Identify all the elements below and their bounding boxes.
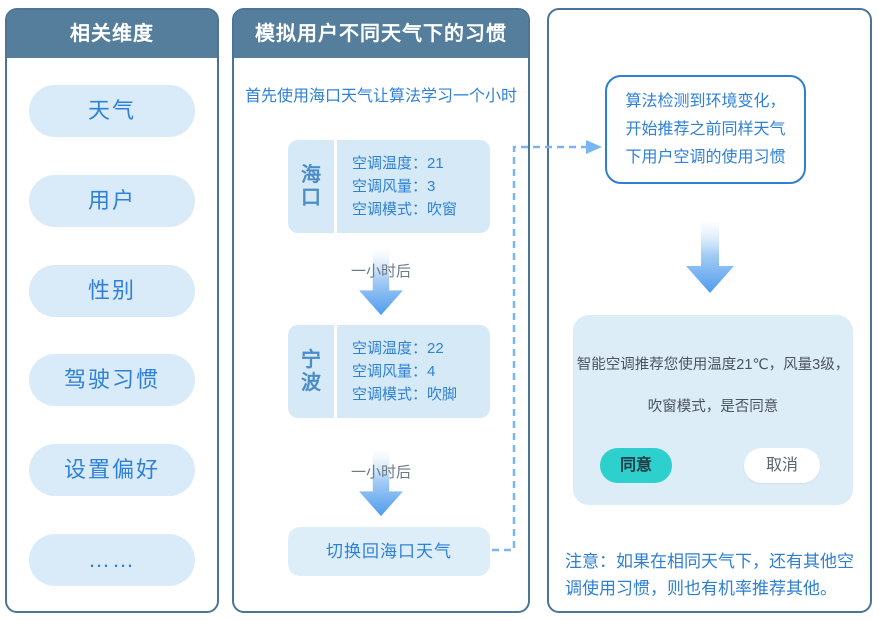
hour-step-1: 一小时后 <box>234 250 528 320</box>
ningbo-temperature-row: 空调温度：22 <box>352 340 444 357</box>
haikou-city-label: 海口 <box>301 163 321 209</box>
dimensions-list: 天气 用户 性别 驾驶习惯 设置偏好 …… <box>7 58 217 611</box>
ningbo-city-label: 宁波 <box>301 348 321 394</box>
simulation-intro-text: 首先使用海口天气让算法学习一个小时 <box>244 88 517 105</box>
dimension-pill-settings-preference: 设置偏好 <box>29 444 195 497</box>
algorithm-detect-text: 算法检测到环境变化， 开始推荐之前同样天气 下用户空调的使用习惯 <box>625 92 786 166</box>
recommendation-text-line1: 智能空调推荐您使用温度21℃，风量3级， <box>576 357 850 373</box>
ningbo-settings-card: 宁波 空调温度：22 空调风量：4 空调模式：吹脚 <box>288 325 490 418</box>
dimension-pill-user: 用户 <box>29 174 195 227</box>
ningbo-mode-row: 空调模式：吹脚 <box>352 386 458 403</box>
dimension-pill-gender: 性别 <box>29 264 195 317</box>
note-text: 注意：如果在相同天气下，还有其他空调使用习惯，则也有机率推荐其他。 <box>565 552 854 598</box>
dimension-pill-driving-habit: 驾驶习惯 <box>29 354 195 407</box>
simulation-panel-title: 模拟用户不同天气下的习惯 <box>234 10 528 58</box>
down-arrow-icon <box>359 451 403 517</box>
down-arrow-icon <box>685 222 734 293</box>
hour-step-2: 一小时后 <box>234 451 528 521</box>
hour-label-2: 一小时后 <box>350 464 411 481</box>
haikou-settings-rows: 空调温度：21 空调风量：3 空调模式：吹窗 <box>337 140 490 233</box>
dimension-pill-weather: 天气 <box>29 85 195 137</box>
down-arrow-icon <box>359 250 403 316</box>
haikou-fan-row: 空调风量：3 <box>352 178 436 195</box>
algorithm-detect-bubble: 算法检测到环境变化， 开始推荐之前同样天气 下用户空调的使用习惯 <box>605 75 806 184</box>
recommendation-text-line2: 吹窗模式，是否同意 <box>647 399 779 415</box>
ningbo-settings-rows: 空调温度：22 空调风量：4 空调模式：吹脚 <box>337 325 490 418</box>
dimensions-panel-title: 相关维度 <box>7 10 217 58</box>
switch-back-haikou-box: 切换回海口天气 <box>288 527 490 576</box>
haikou-temperature-row: 空调温度：21 <box>352 155 444 172</box>
simulation-panel: 模拟用户不同天气下的习惯 首先使用海口天气让算法学习一个小时 海口 空调温度：2… <box>232 8 530 613</box>
hour-label-1: 一小时后 <box>350 263 411 280</box>
dimensions-panel: 相关维度 天气 用户 性别 驾驶习惯 设置偏好 …… <box>5 8 219 613</box>
haikou-settings-card: 海口 空调温度：21 空调风量：3 空调模式：吹窗 <box>288 140 490 233</box>
dimension-pill-ellipsis: …… <box>29 533 195 586</box>
recommendation-panel: 算法检测到环境变化， 开始推荐之前同样天气 下用户空调的使用习惯 智能空调推荐您… <box>547 8 872 613</box>
ningbo-city-label-cell: 宁波 <box>288 325 337 418</box>
haikou-mode-row: 空调模式：吹窗 <box>352 201 458 218</box>
ningbo-fan-row: 空调风量：4 <box>352 363 436 380</box>
recommendation-dialog: 智能空调推荐您使用温度21℃，风量3级， 吹窗模式，是否同意 同意 取消 <box>573 315 853 505</box>
cancel-button[interactable]: 取消 <box>744 448 820 483</box>
haikou-city-label-cell: 海口 <box>288 140 337 233</box>
agree-button[interactable]: 同意 <box>600 448 672 483</box>
